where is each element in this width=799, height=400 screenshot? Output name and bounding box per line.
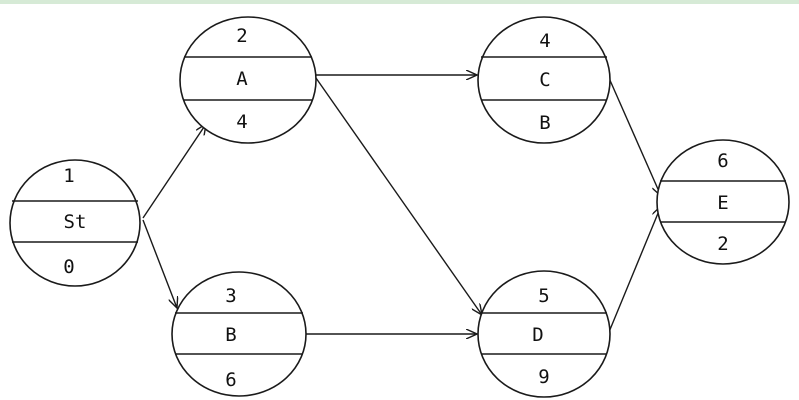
- node-d-top: 5: [538, 285, 549, 307]
- node-e-label: E: [717, 192, 728, 214]
- edge-st-b: [142, 219, 177, 308]
- node-c-label: C: [539, 69, 550, 91]
- node-c: 4 C B: [477, 16, 611, 144]
- node-d: 5 D 9: [477, 270, 611, 398]
- node-b-label: B: [225, 324, 236, 346]
- node-e-bottom: 2: [717, 233, 728, 255]
- node-d-label: D: [532, 324, 543, 346]
- edge-a-d: [315, 77, 482, 315]
- node-st-bottom: 0: [63, 256, 74, 278]
- node-a-top: 2: [236, 25, 247, 47]
- node-c-top: 4: [539, 30, 550, 52]
- node-b-top: 3: [225, 285, 236, 307]
- node-st-top: 1: [63, 165, 74, 187]
- node-a: 2 A 4: [179, 16, 317, 144]
- edge-d-e: [608, 206, 661, 333]
- node-st: 1 St 0: [9, 159, 141, 287]
- node-e: 6 E 2: [656, 139, 790, 265]
- edge-st-a: [142, 124, 206, 219]
- top-border-strip: [0, 0, 799, 4]
- node-a-label: A: [236, 68, 248, 90]
- node-c-bottom: B: [539, 112, 550, 134]
- node-a-bottom: 4: [236, 111, 247, 133]
- node-b: 3 B 6: [171, 271, 307, 397]
- node-d-bottom: 9: [538, 366, 549, 388]
- node-st-label: St: [64, 211, 87, 233]
- edges: [142, 75, 661, 334]
- node-b-bottom: 6: [225, 369, 236, 391]
- node-e-top: 6: [717, 150, 728, 172]
- edge-c-e: [608, 77, 661, 196]
